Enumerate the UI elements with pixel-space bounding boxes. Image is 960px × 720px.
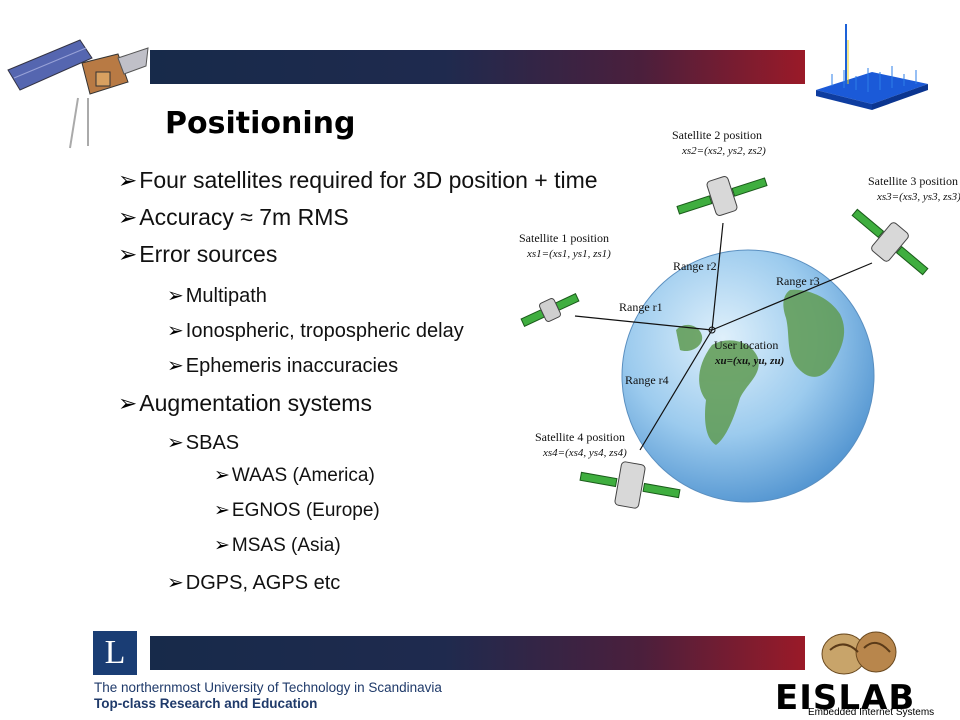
bullet-text: MSAS (Asia) bbox=[231, 535, 341, 556]
satellite-1-label: Satellite 1 position bbox=[519, 231, 609, 245]
eislab-logo: EISLAB bbox=[775, 678, 916, 718]
bullet-item: ➢Multipath bbox=[167, 283, 267, 308]
satellite-3-icon bbox=[851, 208, 929, 276]
satellite-2-icon bbox=[676, 176, 768, 216]
eislab-subtitle: Embedded Internet Systems bbox=[808, 707, 935, 718]
user-location-marker bbox=[708, 326, 716, 334]
bullet-text: EGNOS (Europe) bbox=[231, 500, 380, 521]
bullet-text: Ephemeris inaccuracies bbox=[185, 355, 399, 377]
satellite-4-eq: xs4=(xs4, ys4, zs4) bbox=[543, 447, 627, 459]
bullet-item: ➢SBAS bbox=[167, 430, 239, 455]
footer-tagline-2: Top-class Research and Education bbox=[94, 696, 318, 711]
bullet-arrow-icon: ➢ bbox=[167, 320, 184, 342]
gps-diagram bbox=[520, 176, 929, 509]
range-2-label: Range r2 bbox=[673, 259, 717, 273]
range-3-label: Range r3 bbox=[776, 274, 820, 288]
bullet-arrow-icon: ➢ bbox=[214, 465, 230, 486]
range-line-2 bbox=[711, 222, 724, 331]
user-location-eq: xu=(xu, yu, zu) bbox=[715, 355, 785, 367]
bullet-arrow-icon: ➢ bbox=[167, 432, 184, 454]
bullet-item: ➢Ionospheric, tropospheric delay bbox=[167, 318, 464, 343]
bullet-text: Ionospheric, tropospheric delay bbox=[185, 320, 464, 342]
satellite-3-label: Satellite 3 position bbox=[868, 174, 958, 188]
satellite-illustration bbox=[7, 39, 149, 149]
range-line-4 bbox=[639, 329, 713, 451]
bullet-arrow-icon: ➢ bbox=[118, 167, 138, 193]
range-line-1 bbox=[574, 315, 713, 331]
range-line-3 bbox=[711, 262, 873, 331]
satellite-3-eq: xs3=(xs3, ys3, zs3) bbox=[877, 191, 960, 203]
bullet-item: ➢WAAS (America) bbox=[214, 464, 375, 487]
bullet-text: Augmentation systems bbox=[139, 390, 372, 416]
bullet-item: ➢Four satellites required for 3D positio… bbox=[118, 167, 598, 194]
satellite-2-label: Satellite 2 position bbox=[672, 128, 762, 142]
bullet-arrow-icon: ➢ bbox=[118, 204, 138, 230]
bullet-arrow-icon: ➢ bbox=[167, 355, 184, 377]
bullet-text: Accuracy ≈ 7m RMS bbox=[139, 204, 349, 230]
bullet-arrow-icon: ➢ bbox=[214, 535, 230, 556]
university-logo: L bbox=[93, 631, 137, 675]
bullet-item: ➢DGPS, AGPS etc bbox=[167, 570, 340, 595]
satellite-2-eq: xs2=(xs2, ys2, zs2) bbox=[682, 145, 766, 157]
range-1-label: Range r1 bbox=[619, 300, 663, 314]
satellite-4-icon bbox=[579, 461, 681, 509]
continents-shape bbox=[676, 289, 845, 445]
bullet-text: Error sources bbox=[139, 241, 278, 267]
range-4-label: Range r4 bbox=[625, 373, 669, 387]
bullet-text: Multipath bbox=[185, 285, 267, 307]
bullet-item: ➢Accuracy ≈ 7m RMS bbox=[118, 204, 349, 231]
bullet-arrow-icon: ➢ bbox=[167, 285, 184, 307]
bullet-item: ➢Ephemeris inaccuracies bbox=[167, 353, 398, 378]
user-location-label: User location bbox=[714, 338, 779, 352]
bullet-arrow-icon: ➢ bbox=[118, 241, 138, 267]
footer-tagline-1: The northernmost University of Technolog… bbox=[94, 680, 442, 695]
footer-band bbox=[150, 636, 805, 670]
surface-plot-image bbox=[816, 24, 928, 110]
slide-title: Positioning bbox=[165, 106, 356, 141]
satellite-1-icon bbox=[520, 293, 580, 327]
bullet-item: ➢Augmentation systems bbox=[118, 390, 372, 417]
bullet-text: SBAS bbox=[185, 432, 240, 454]
bullet-item: ➢Error sources bbox=[118, 241, 277, 268]
bullet-item: ➢MSAS (Asia) bbox=[214, 534, 341, 557]
walnut-logo-image bbox=[821, 631, 897, 675]
bullet-text: Four satellites required for 3D position… bbox=[139, 167, 598, 193]
satellite-4-label: Satellite 4 position bbox=[535, 430, 625, 444]
satellite-1-eq: xs1=(xs1, ys1, zs1) bbox=[527, 248, 611, 260]
bullet-text: DGPS, AGPS etc bbox=[185, 572, 341, 594]
bullet-item: ➢EGNOS (Europe) bbox=[214, 499, 380, 522]
bullet-text: WAAS (America) bbox=[231, 465, 375, 486]
bullet-arrow-icon: ➢ bbox=[118, 390, 138, 416]
bullet-arrow-icon: ➢ bbox=[167, 572, 184, 594]
header-band bbox=[150, 50, 805, 84]
bullet-arrow-icon: ➢ bbox=[214, 500, 230, 521]
